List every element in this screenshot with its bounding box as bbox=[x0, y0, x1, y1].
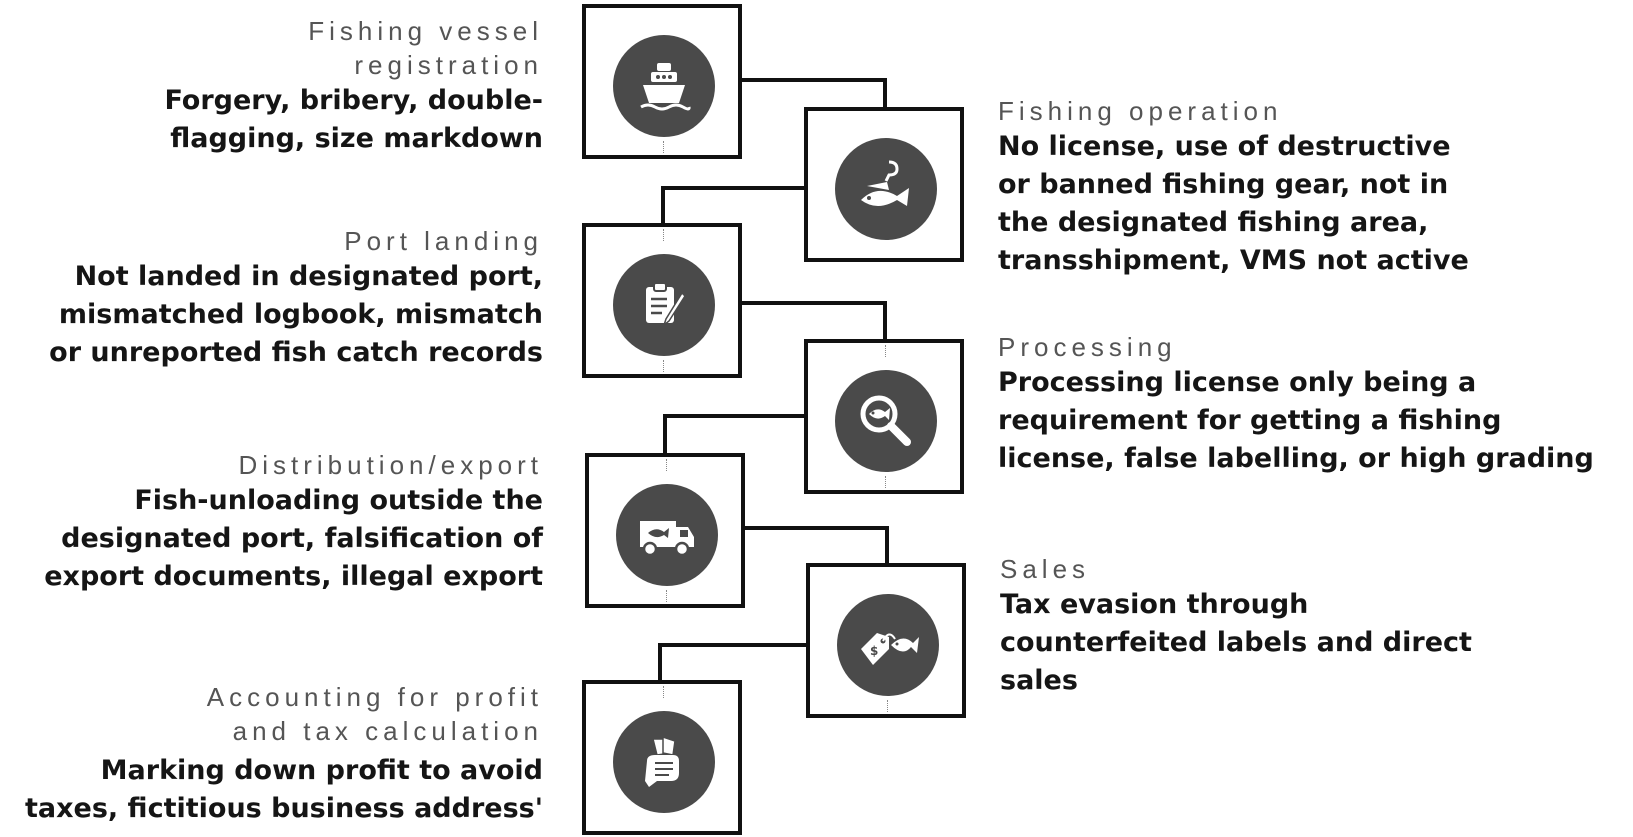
stage-box-operation bbox=[804, 107, 964, 262]
stage-box-accounting bbox=[582, 680, 742, 835]
stage-name: Fishing operation bbox=[998, 96, 1283, 126]
stage-box-distribution bbox=[585, 453, 745, 608]
hand-money-icon bbox=[613, 711, 715, 813]
connector-port-processing bbox=[715, 301, 887, 339]
stage-label-operation: Fishing operation No license, use of des… bbox=[998, 94, 1469, 280]
van-icon bbox=[616, 484, 718, 586]
connector-operation-port bbox=[661, 186, 808, 223]
stage-label-port: Port landing Not landed in designated po… bbox=[49, 224, 543, 372]
connector-distribution-sales bbox=[717, 526, 889, 563]
svg-text:$: $ bbox=[870, 644, 878, 658]
stage-name: Port landing bbox=[344, 226, 543, 256]
stage-box-sales: $ bbox=[806, 563, 966, 718]
stage-label-processing: Processing Processing license only being… bbox=[998, 330, 1594, 478]
stage-description: Forgery, bribery, double-flagging, size … bbox=[164, 85, 543, 154]
fish-hook-icon bbox=[835, 138, 937, 240]
stage-name: Sales bbox=[1000, 554, 1091, 584]
ship-icon bbox=[613, 35, 715, 137]
stage-box-processing bbox=[804, 339, 964, 494]
connector-sales-accounting bbox=[658, 643, 810, 680]
connector-vessel-operation bbox=[715, 78, 887, 107]
stage-label-distribution: Distribution/export Fish-unloading outsi… bbox=[44, 448, 543, 596]
stage-description: Not landed in designated port,mismatched… bbox=[49, 261, 543, 368]
stage-box-port bbox=[582, 223, 742, 378]
stage-name: Distribution/export bbox=[238, 450, 543, 480]
connector-processing-distribution bbox=[663, 414, 808, 453]
magnifier-fish-icon bbox=[835, 370, 937, 472]
stage-name: Processing bbox=[998, 332, 1177, 362]
clipboard-icon bbox=[613, 254, 715, 356]
stage-box-vessel bbox=[582, 4, 742, 159]
price-tag-fish-icon: $ bbox=[837, 594, 939, 696]
